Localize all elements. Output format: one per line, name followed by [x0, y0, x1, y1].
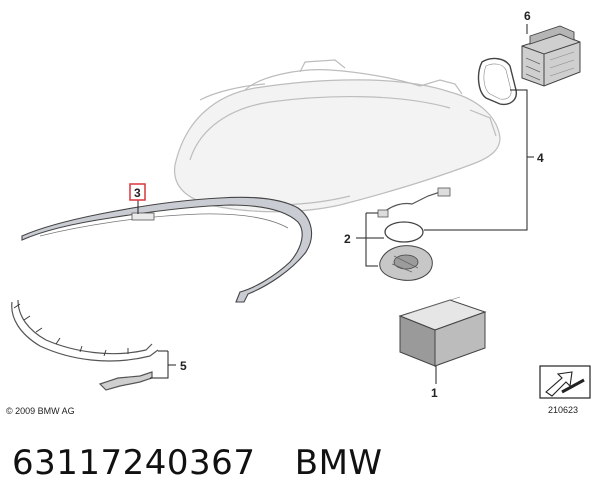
- callout-6: 6: [524, 9, 531, 23]
- socket-part: [377, 187, 451, 281]
- callout-3-highlight-box: [129, 183, 146, 201]
- headlight-housing: [173, 59, 501, 213]
- brand-name: BMW: [294, 443, 383, 483]
- callout-5: 5: [180, 359, 187, 373]
- callout-2: 2: [344, 232, 351, 246]
- callout-1: 1: [431, 386, 438, 400]
- parts-diagram: 1 2 3 4 5 6 © 2009 BMW AG 210623: [6, 9, 591, 416]
- part-number: 63117240367: [12, 443, 256, 483]
- gasket-part: [477, 57, 517, 106]
- callout-3: 3: [134, 186, 141, 200]
- leader-lines: [137, 24, 534, 384]
- copyright-text: © 2009 BMW AG: [6, 406, 75, 416]
- seal-strip-part: [21, 196, 313, 303]
- module-part: [521, 25, 581, 87]
- diagram-id-text: 210623: [548, 405, 578, 415]
- lower-bracket-part: [11, 299, 159, 391]
- caption: 63117240367 BMW: [12, 438, 383, 488]
- box-part: [398, 296, 487, 367]
- arrow-symbol-icon: [539, 365, 591, 399]
- callout-4: 4: [537, 151, 544, 165]
